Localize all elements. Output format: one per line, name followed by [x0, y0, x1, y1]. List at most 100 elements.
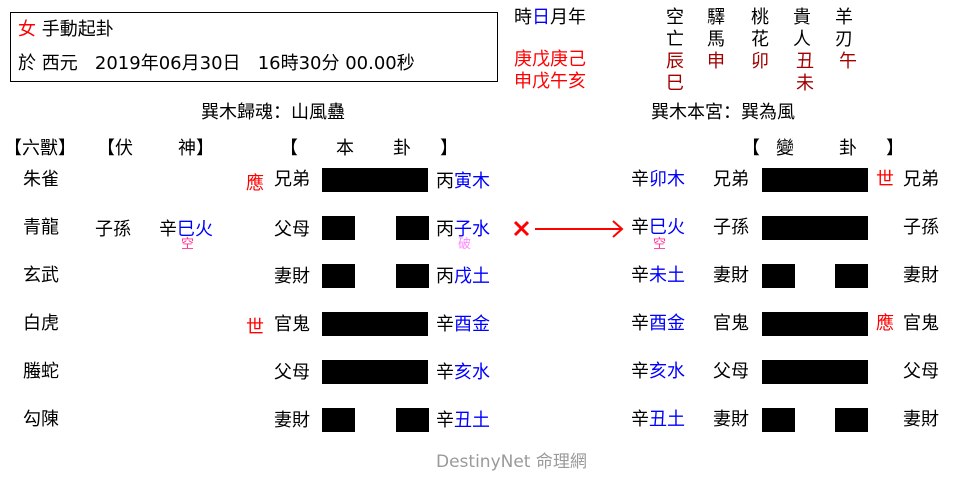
shensha-name: 刃 — [835, 29, 853, 50]
bian-yang-line — [762, 168, 868, 192]
ben-branch: 寅木 — [454, 171, 490, 192]
bian-palace-relation: 兄弟 — [903, 169, 939, 190]
shensha-yima: 驛 馬 申 — [707, 7, 725, 73]
shensha-value: 申 — [707, 51, 725, 72]
pillar-label-day: 日 — [532, 7, 550, 28]
fushen-branch: 巳火 — [177, 219, 213, 240]
bian-yin-line-left — [762, 408, 795, 432]
bian-relation: 妻財 — [713, 409, 749, 430]
ben-najia: 辛酉金 — [436, 314, 490, 336]
shensha-value: 辰 — [666, 51, 684, 72]
bian-relation: 子孫 — [713, 217, 749, 238]
shensha-name: 人 — [793, 29, 811, 50]
bian-stem: 辛 — [631, 409, 649, 430]
ben-yang-line — [322, 168, 428, 192]
liushou-label: 勾陳 — [23, 409, 59, 430]
shensha-name: 驛 — [707, 7, 725, 28]
bian-yang-line — [762, 312, 868, 336]
ben-branch: 亥水 — [454, 362, 490, 383]
bian-yin-line-left — [762, 264, 795, 288]
bian-stem: 辛 — [631, 265, 649, 286]
date-prefix: 於 西元 — [18, 53, 78, 74]
bian-najia: 辛酉金 — [631, 313, 685, 335]
ben-yang-line — [322, 360, 428, 384]
ben-relation: 父母 — [274, 362, 310, 383]
bian-najia: 辛卯木 — [631, 169, 685, 191]
ben-stem: 丙 — [436, 171, 454, 192]
ben-branch: 戌土 — [454, 266, 490, 287]
header-bian-2: 卦 — [839, 138, 857, 159]
header-liushou: 【六獸】 — [4, 138, 76, 159]
ben-yin-line-right — [396, 216, 429, 240]
header-ben-2: 卦 — [393, 138, 411, 159]
bian-relation: 官鬼 — [713, 313, 749, 334]
ben-relation: 兄弟 — [274, 169, 310, 190]
method-label: 手動起卦 — [41, 19, 114, 40]
ying-marker: 應 — [246, 173, 264, 194]
bian-relation: 父母 — [713, 361, 749, 382]
shensha-name: 花 — [751, 29, 769, 50]
shensha-name: 桃 — [751, 7, 769, 28]
ben-stem: 辛 — [436, 314, 454, 335]
bian-yin-line-right — [835, 408, 868, 432]
bian-palace-relation: 妻財 — [903, 265, 939, 286]
header-ben-close: 】 — [440, 138, 458, 159]
shensha-kongwang: 空 亡 辰 巳 — [666, 7, 684, 95]
pillar-branches: 申戊午亥 — [514, 71, 586, 92]
bian-stem: 辛 — [631, 313, 649, 334]
ben-najia: 丙寅木 — [436, 171, 490, 193]
liushou-label: 青龍 — [23, 217, 59, 238]
header-ben-open: 【 — [280, 138, 298, 159]
date-line: 於 西元 2019年06月30日 16時30分 00.00秒 — [18, 53, 415, 75]
bian-gua-title: 巽木本宮：巽為風 — [651, 102, 795, 123]
header-ben-1: 本 — [336, 138, 354, 159]
shensha-guiren: 貴 人 丑 未 — [793, 7, 814, 95]
ben-najia: 丙子水 — [436, 219, 490, 241]
bian-najia: 辛巳火 — [631, 217, 685, 239]
ben-yang-line — [322, 312, 428, 336]
ying-marker: 應 — [876, 313, 894, 334]
ben-branch: 酉金 — [454, 314, 490, 335]
bian-branch: 未土 — [649, 265, 685, 286]
bian-yin-line-right — [835, 264, 868, 288]
shensha-name: 羊 — [835, 7, 853, 28]
date-value: 2019年06月30日 — [94, 53, 241, 74]
fushen-najia: 辛巳火 — [159, 219, 213, 241]
liushou-label: 螣蛇 — [23, 361, 59, 382]
ben-yin-line-left — [322, 408, 355, 432]
shensha-value: 午 — [839, 51, 857, 72]
bian-palace-relation: 父母 — [903, 361, 939, 382]
ben-branch: 丑土 — [454, 410, 490, 431]
ben-yin-line-right — [396, 408, 429, 432]
ben-yin-line-right — [396, 264, 429, 288]
shensha-taohua: 桃 花 卯 — [751, 7, 769, 73]
pillar-stems: 庚戊庚己 — [514, 49, 586, 70]
header-bian-close: 】 — [886, 138, 904, 159]
bian-palace-relation: 妻財 — [903, 409, 939, 430]
header-bian-1: 變 — [776, 138, 794, 159]
bian-najia: 辛亥水 — [631, 361, 685, 383]
ben-relation: 父母 — [274, 219, 310, 240]
bian-palace-relation: 子孫 — [903, 217, 939, 238]
ben-stem: 丙 — [436, 266, 454, 287]
gender-label: 女 — [18, 19, 36, 40]
fushen-relation: 子孫 — [95, 219, 131, 240]
liushou-label: 白虎 — [23, 313, 59, 334]
ben-gua-title: 巽木歸魂：山風蠱 — [201, 102, 345, 123]
method-line: 女 手動起卦 — [18, 19, 114, 41]
bian-palace-relation: 官鬼 — [903, 313, 939, 334]
footer-watermark: DestinyNet 命理網 — [436, 452, 587, 472]
shensha-value: 卯 — [751, 51, 769, 72]
fushen-kong-note: 空 — [181, 237, 195, 252]
liushou-label: 玄武 — [23, 265, 59, 286]
shi-marker: 世 — [876, 169, 894, 190]
bian-najia: 辛丑土 — [631, 409, 685, 431]
bian-branch: 巳火 — [649, 217, 685, 238]
moving-line-arrow — [510, 216, 625, 242]
ben-po-note: 破 — [458, 237, 472, 252]
shensha-yangren: 羊 刃 午 — [835, 7, 857, 73]
shensha-name: 亡 — [666, 29, 684, 50]
ben-yin-line-left — [322, 264, 355, 288]
chart-info-box: 女 手動起卦 於 西元 2019年06月30日 16時30分 00.00秒 — [10, 12, 498, 82]
bian-relation: 兄弟 — [713, 169, 749, 190]
